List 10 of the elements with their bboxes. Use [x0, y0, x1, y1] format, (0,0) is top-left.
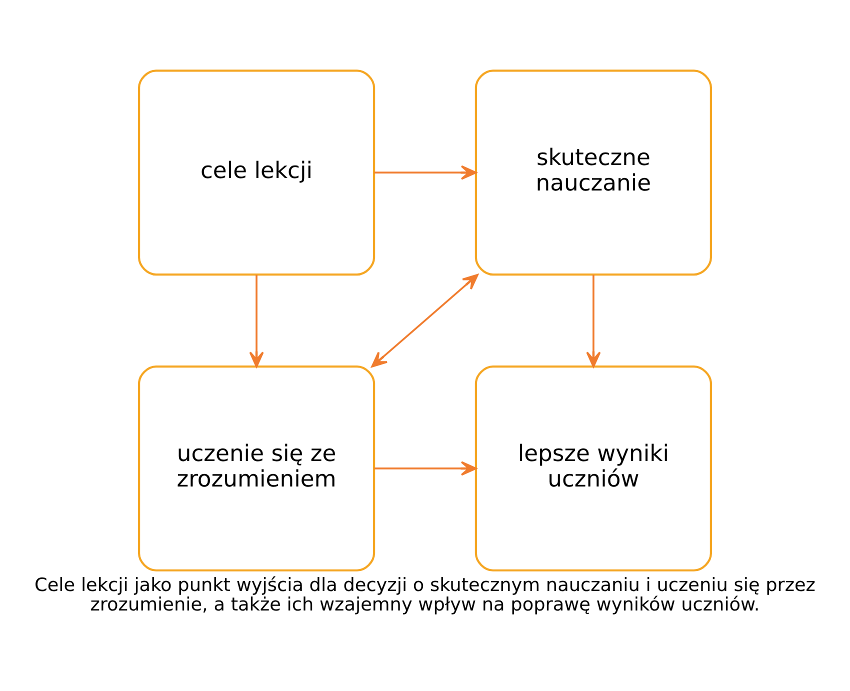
- node-box: lepsze wyniki uczniów: [474, 364, 712, 571]
- arrow: [374, 460, 477, 476]
- arrow: [374, 164, 477, 180]
- node-box: uczenie się ze zrozumieniem: [138, 364, 376, 571]
- arrow: [249, 274, 264, 367]
- arrow: [371, 273, 478, 367]
- node-box: skuteczne nauczanie: [474, 69, 712, 276]
- arrow: [586, 274, 601, 367]
- node-box: cele lekcji: [138, 69, 376, 276]
- caption: Cele lekcji jako punkt wyjścia dla decyzji o skutecznym nauczaniu i uczeniu się przez zrozumienie, a także ich wzajemny wpływ na poprawę wyników uczniów.: [34, 574, 816, 616]
